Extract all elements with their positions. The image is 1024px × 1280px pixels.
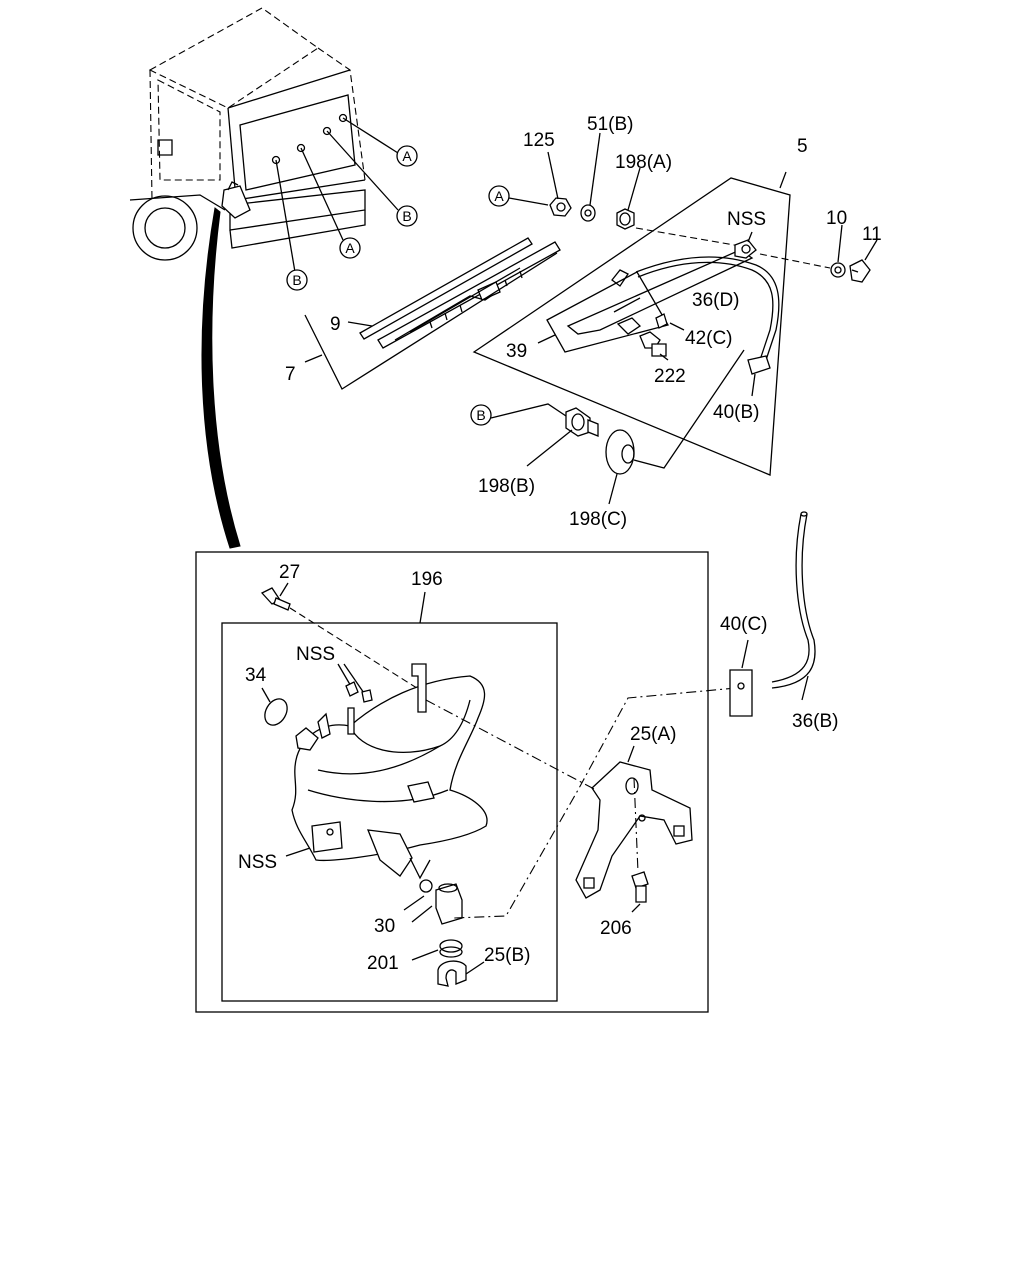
callout-b-vehicle-1: B	[396, 205, 418, 227]
clamp-25b	[437, 960, 467, 987]
label-25b: 25(B)	[484, 945, 530, 966]
svg-text:B: B	[402, 208, 411, 224]
svg-text:A: A	[345, 240, 355, 256]
seal-ring-201	[439, 939, 463, 958]
label-198b: 198(B)	[478, 476, 535, 497]
washer-tank	[291, 663, 488, 880]
label-206: 206	[600, 918, 632, 939]
bushing-198a	[616, 208, 635, 230]
vehicle-rear-illustration	[129, 7, 399, 273]
washer-51b	[580, 204, 596, 222]
label-196: 196	[411, 569, 443, 590]
seal-34	[264, 698, 288, 726]
callout-a-vehicle-2: A	[339, 237, 361, 259]
label-nss-tank-left: NSS	[238, 852, 277, 873]
label-39: 39	[506, 341, 527, 362]
label-198c: 198(C)	[569, 509, 627, 530]
callout-a-vehicle-1: A	[396, 145, 418, 167]
washer-tank-box	[195, 551, 709, 1013]
hose-36d	[635, 256, 780, 361]
label-30: 30	[374, 916, 395, 937]
label-36b: 36(B)	[792, 711, 838, 732]
bracket-25a	[575, 761, 693, 899]
label-36d: 36(D)	[692, 290, 740, 311]
wiper-arm	[566, 239, 757, 335]
wiper-blade-7	[359, 237, 561, 349]
leader-7	[304, 354, 323, 363]
label-125: 125	[523, 130, 555, 151]
label-11: 11	[862, 224, 882, 245]
svg-text:A: A	[402, 148, 412, 164]
label-5: 5	[797, 136, 808, 157]
leader-arrow-to-tank	[201, 207, 241, 549]
bracket-39	[546, 271, 669, 353]
assembly-boundary-5	[472, 177, 791, 476]
washer-tank-assembly-196	[221, 622, 558, 1002]
callout-b-pivot: B	[470, 404, 492, 426]
bolt-27	[260, 587, 291, 611]
label-198a: 198(A)	[615, 152, 672, 173]
label-9: 9	[330, 314, 341, 335]
label-nss-tank-top: NSS	[296, 644, 335, 665]
svg-text:B: B	[476, 407, 485, 423]
screw-222	[639, 331, 667, 357]
hose-36b	[771, 511, 816, 689]
cover-11	[849, 259, 871, 283]
callout-b-vehicle-2: B	[286, 269, 308, 291]
label-7: 7	[285, 364, 296, 385]
washer-pump-30	[419, 879, 463, 925]
clip-42c	[655, 313, 668, 329]
bolt-206	[631, 871, 649, 903]
label-201: 201	[367, 953, 399, 974]
label-40c: 40(C)	[720, 614, 768, 635]
grommet-40c	[729, 669, 753, 717]
nss-clip-tank	[345, 681, 373, 703]
label-40b: 40(B)	[713, 402, 759, 423]
cap-10	[830, 262, 846, 278]
label-27: 27	[279, 562, 300, 583]
label-51b: 51(B)	[587, 114, 633, 135]
label-42c: 42(C)	[685, 328, 733, 349]
grommet-198b	[565, 407, 599, 437]
svg-text:B: B	[292, 272, 301, 288]
leader-9	[347, 321, 373, 327]
cap-198c	[605, 429, 635, 475]
nozzle-40b	[747, 355, 771, 375]
nut-125	[549, 197, 572, 217]
label-10: 10	[826, 208, 847, 229]
label-222: 222	[654, 366, 686, 387]
label-25a: 25(A)	[630, 724, 676, 745]
label-34: 34	[245, 665, 267, 686]
label-nss-arm: NSS	[727, 209, 766, 230]
bracket-7	[304, 252, 558, 390]
svg-text:A: A	[494, 188, 504, 204]
callout-a-nut-row: A	[488, 185, 510, 207]
